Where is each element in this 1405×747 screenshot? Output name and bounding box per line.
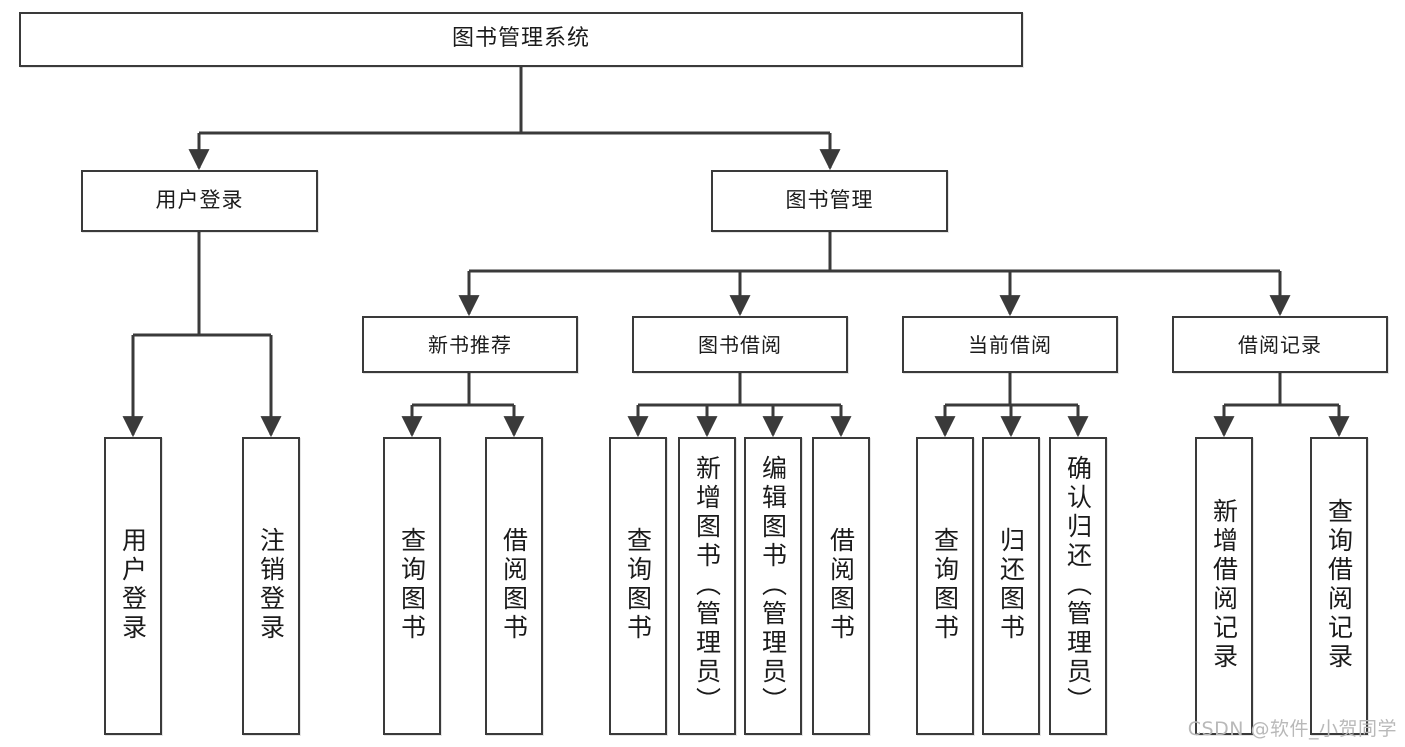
leaf-borrow-book[interactable]: 借阅图书 (812, 437, 870, 735)
leaf-add-borrow-record[interactable]: 新增借阅记录 (1195, 437, 1253, 735)
node-label: 借阅图书 (826, 527, 856, 643)
node-label: 借阅记录 (1238, 332, 1322, 357)
leaf-user-login[interactable]: 用户登录 (104, 437, 162, 735)
node-label: 借阅图书 (499, 527, 529, 643)
node-root-system[interactable]: 图书管理系统 (19, 12, 1023, 67)
node-label: 查询图书 (930, 527, 960, 643)
node-current-borrow[interactable]: 当前借阅 (902, 316, 1118, 373)
node-label: 当前借阅 (968, 332, 1052, 357)
leaf-add-book-admin[interactable]: 新增图书（管理员） (678, 437, 736, 735)
node-label: 查询图书 (623, 527, 653, 643)
node-label: 查询借阅记录 (1324, 498, 1354, 672)
node-label: 新书推荐 (428, 332, 512, 357)
node-label: 新增借阅记录 (1209, 498, 1239, 672)
leaf-borrow-book-recommend[interactable]: 借阅图书 (485, 437, 543, 735)
leaf-logout-login[interactable]: 注销登录 (242, 437, 300, 735)
leaf-query-book-current[interactable]: 查询图书 (916, 437, 974, 735)
node-user-login[interactable]: 用户登录 (81, 170, 318, 232)
node-book-management[interactable]: 图书管理 (711, 170, 948, 232)
node-label: 图书管理系统 (451, 26, 590, 52)
node-book-borrow[interactable]: 图书借阅 (632, 316, 848, 373)
leaf-query-book-borrow[interactable]: 查询图书 (609, 437, 667, 735)
node-borrow-record[interactable]: 借阅记录 (1172, 316, 1388, 373)
node-label: 确认归还（管理员） (1063, 455, 1093, 716)
leaf-edit-book-admin[interactable]: 编辑图书（管理员） (744, 437, 802, 735)
node-label: 图书借阅 (698, 332, 782, 357)
node-label: 用户登录 (118, 527, 148, 643)
leaf-return-book[interactable]: 归还图书 (982, 437, 1040, 735)
node-label: 查询图书 (397, 527, 427, 643)
node-label: 注销登录 (256, 527, 286, 643)
node-label: 图书管理 (785, 188, 874, 213)
node-label: 新增图书（管理员） (692, 455, 722, 716)
node-label: 编辑图书（管理员） (758, 455, 788, 716)
leaf-query-borrow-record[interactable]: 查询借阅记录 (1310, 437, 1368, 735)
node-label: 归还图书 (996, 527, 1026, 643)
leaf-query-book-recommend[interactable]: 查询图书 (383, 437, 441, 735)
node-label: 用户登录 (155, 188, 244, 213)
node-new-book-recommend[interactable]: 新书推荐 (362, 316, 578, 373)
leaf-confirm-return-admin[interactable]: 确认归还（管理员） (1049, 437, 1107, 735)
